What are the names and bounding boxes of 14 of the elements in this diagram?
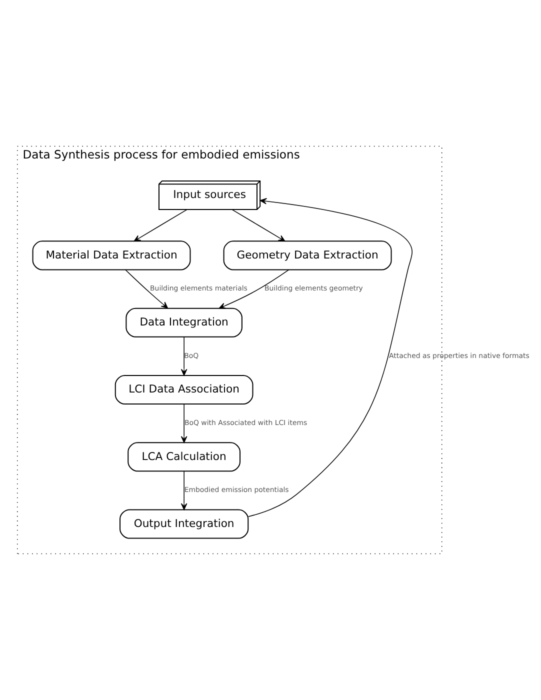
arrow [232, 209, 286, 242]
node-box: Material Data Extraction [32, 240, 191, 270]
node-box: Geometry Data Extraction [223, 240, 392, 270]
arrow [248, 198, 412, 517]
arrow [134, 209, 188, 242]
arrow [125, 270, 168, 309]
node-box: LCA Calculation [128, 442, 241, 472]
arrow [180, 336, 188, 376]
node-box: Output Integration [120, 509, 249, 539]
arrow [180, 470, 188, 510]
node-box: LCI Data Association [114, 374, 254, 405]
node-box: Data Integration [126, 308, 242, 338]
arrow [180, 404, 188, 443]
arrow [218, 269, 290, 309]
